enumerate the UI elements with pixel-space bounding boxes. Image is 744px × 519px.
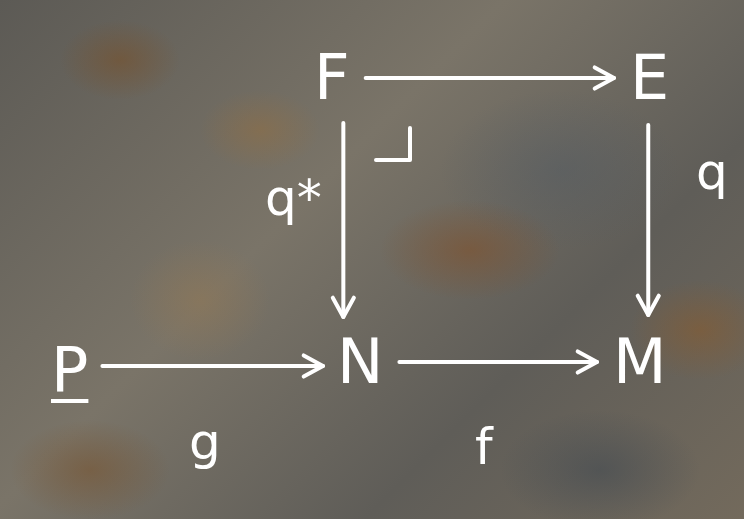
object-node: N — [333, 327, 387, 397]
morphism-label: g — [189, 417, 221, 467]
morphism-label: f — [475, 422, 493, 472]
object-label: M — [613, 331, 667, 393]
object-label: F — [314, 47, 350, 109]
morphism-arrow — [333, 123, 354, 317]
arrow-head — [595, 67, 614, 88]
morphism-arrow — [399, 351, 597, 372]
object-node: F — [310, 43, 354, 113]
arrow-shaft — [399, 360, 597, 364]
morphism-label: q* — [265, 173, 322, 223]
morphism-label: q — [696, 147, 728, 197]
arrow-head — [304, 355, 323, 376]
object-node: M — [609, 327, 671, 397]
object-node: E — [626, 43, 673, 113]
arrow-shaft — [341, 123, 345, 317]
arrow-shaft — [646, 125, 650, 315]
morphism-arrow — [638, 125, 659, 315]
object-node: P — [47, 335, 92, 405]
object-label: P — [51, 339, 88, 401]
object-label: N — [337, 331, 383, 393]
arrow-head — [638, 296, 659, 315]
object-label: E — [630, 47, 669, 109]
arrow-shaft — [366, 76, 614, 80]
pullback-mark — [376, 128, 410, 160]
arrow-head — [333, 298, 354, 317]
morphism-arrow — [102, 355, 323, 376]
arrow-shaft — [102, 364, 323, 368]
morphism-arrow — [366, 67, 614, 88]
arrow-head — [578, 351, 597, 372]
